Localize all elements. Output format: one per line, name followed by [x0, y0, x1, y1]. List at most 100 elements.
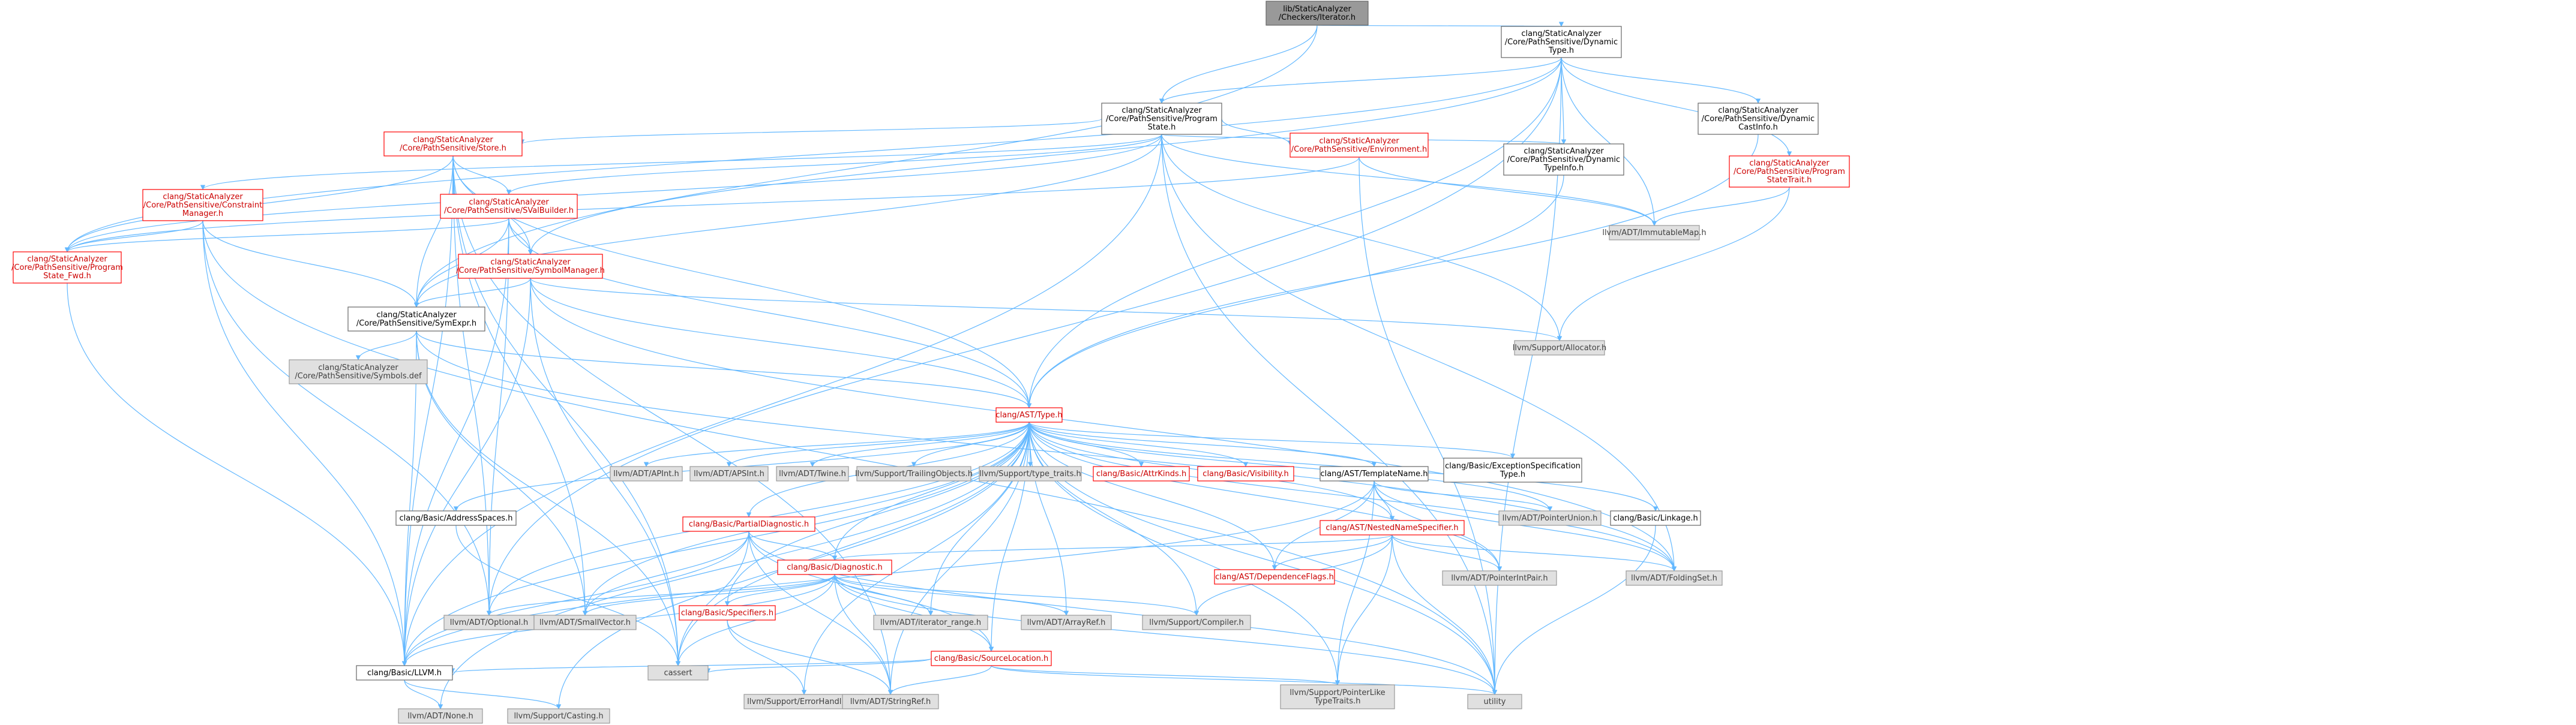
- node-nestednamespec[interactable]: clang/AST/NestedNameSpecifier.h: [1320, 520, 1465, 536]
- node-label-line: Type.h: [1548, 46, 1574, 55]
- edge-nestednamespec-to-pointerliketypetraits: [1335, 534, 1393, 685]
- node-foldingset: llvm/ADT/FoldingSet.h: [1626, 570, 1723, 586]
- node-attrkinds[interactable]: clang/Basic/AttrKinds.h: [1093, 466, 1190, 482]
- edge-symexpr-to-cassert: [416, 330, 681, 666]
- edge-progstate-to-immutablemap: [1161, 134, 1657, 226]
- node-label-line: llvm/ADT/None.h: [407, 712, 473, 721]
- edge-dyntype-to-progstate: [1159, 57, 1562, 104]
- node-label-line: TypeInfo.h: [1543, 164, 1584, 173]
- node-label-line: clang/StaticAnalyzer: [163, 192, 243, 201]
- edge-templatename-to-foldingset: [1374, 480, 1677, 571]
- node-box: [1514, 340, 1605, 356]
- edge-progstate-to-utility: [1161, 134, 1498, 695]
- edge-constraintmgr-to-progstatefwd: [64, 220, 203, 252]
- node-label-line: /Core/PathSensitive/Store.h: [400, 144, 506, 153]
- node-box: [1443, 458, 1582, 483]
- edge-asttype-to-exceptionspec: [1028, 422, 1515, 459]
- edge-partialdiag-to-diagnostic: [748, 531, 838, 561]
- node-box: [1501, 26, 1622, 58]
- node-allocator: llvm/Support/Allocator.h: [1513, 340, 1606, 356]
- node-label-line: /Core/PathSensitive/Dynamic: [1702, 115, 1815, 124]
- node-basicllvm[interactable]: clang/Basic/LLVM.h: [356, 665, 453, 681]
- node-label-line: llvm/ADT/APSInt.h: [694, 470, 764, 479]
- node-symexpr[interactable]: clang/StaticAnalyzer/Core/PathSensitive/…: [347, 306, 485, 332]
- edge-dyntypeinfo-to-asttype: [1026, 175, 1564, 408]
- node-progstate[interactable]: clang/StaticAnalyzer/Core/PathSensitive/…: [1101, 103, 1222, 135]
- node-label-line: /Core/PathSensitive/SymbolManager.h: [456, 266, 605, 275]
- node-typetraits: llvm/Support/type_traits.h: [979, 466, 1082, 482]
- edge-sourcelocation-to-stringref: [887, 665, 992, 695]
- edge-root-to-progstate: [1159, 25, 1318, 104]
- node-apsint: llvm/ADT/APSInt.h: [689, 466, 769, 482]
- edge-diagnostic-to-optional: [486, 574, 835, 616]
- node-label-line: clang/Basic/Specifiers.h: [681, 609, 773, 618]
- edge-symexpr-to-foldingset: [416, 330, 1677, 571]
- node-progstatetrait[interactable]: clang/StaticAnalyzer/Core/PathSensitive/…: [1729, 155, 1850, 188]
- edge-progstatetrait-to-immutablemap: [1651, 186, 1790, 226]
- node-label-line: /Checkers/Iterator.h: [1279, 13, 1356, 22]
- node-box: [440, 194, 578, 219]
- node-svalbuilder[interactable]: clang/StaticAnalyzer/Core/PathSensitive/…: [440, 194, 578, 219]
- node-label-line: /Core/PathSensitive/SValBuilder.h: [444, 206, 574, 215]
- node-box: [1280, 684, 1395, 709]
- node-constraintmgr[interactable]: clang/StaticAnalyzer/Core/PathSensitive/…: [142, 189, 263, 221]
- edge-diagnostic-to-compiler: [834, 574, 1199, 616]
- node-box: [1142, 615, 1251, 630]
- edge-progstate-to-allocator: [1161, 134, 1563, 341]
- edge-diagnostic-to-specifiers: [724, 574, 835, 606]
- edge-store-to-svalbuilder: [452, 155, 512, 195]
- edge-progstate-to-svalbuilder: [506, 134, 1162, 195]
- edge-root-to-symexpr: [413, 25, 1318, 308]
- edge-sourcelocation-to-pointerliketypetraits: [991, 665, 1340, 685]
- node-dependenceflags[interactable]: clang/AST/DependenceFlags.h: [1214, 569, 1335, 585]
- edge-partialdiag-to-basicllvm: [401, 531, 749, 666]
- node-store[interactable]: clang/StaticAnalyzer/Core/PathSensitive/…: [383, 131, 523, 157]
- node-label-line: /Core/PathSensitive/Environment.h: [1291, 145, 1427, 154]
- edge-symbolmgr-to-symexpr: [413, 278, 531, 308]
- node-asttype[interactable]: clang/AST/Type.h: [995, 407, 1063, 423]
- node-label-line: State.h: [1148, 123, 1176, 132]
- edge-diagnostic-to-utility: [834, 574, 1498, 695]
- node-label-line: clang/StaticAnalyzer: [490, 258, 571, 267]
- node-symbolmgr[interactable]: clang/StaticAnalyzer/Core/PathSensitive/…: [456, 254, 605, 279]
- edge-store-to-symexpr: [413, 155, 454, 308]
- node-immutablemap: llvm/ADT/ImmutableMap.h: [1602, 225, 1707, 240]
- node-partialdiag[interactable]: clang/Basic/PartialDiagnostic.h: [682, 516, 815, 532]
- node-dyntypeinfo[interactable]: clang/StaticAnalyzer/Core/PathSensitive/…: [1503, 143, 1624, 176]
- node-utility: utility: [1467, 694, 1522, 709]
- node-box: [1101, 103, 1222, 135]
- node-visibility[interactable]: clang/Basic/Visibility.h: [1197, 466, 1294, 482]
- node-root[interactable]: lib/StaticAnalyzer/Checkers/Iterator.h: [1265, 1, 1369, 26]
- node-dyncast[interactable]: clang/StaticAnalyzer/Core/PathSensitive/…: [1698, 103, 1819, 135]
- edge-progstatetrait-to-allocator: [1557, 186, 1790, 341]
- edge-progstate-to-basicllvm: [401, 134, 1162, 666]
- node-twine: llvm/ADT/Twine.h: [776, 466, 849, 482]
- edge-asttype-to-templatename: [1028, 422, 1377, 467]
- edge-diagnostic-to-iteratorrange: [834, 574, 934, 616]
- node-cassert: cassert: [647, 665, 709, 681]
- edge-dyntype-to-optional: [486, 57, 1562, 616]
- node-specifiers[interactable]: clang/Basic/Specifiers.h: [679, 605, 776, 621]
- node-environment[interactable]: clang/StaticAnalyzer/Core/PathSensitive/…: [1290, 133, 1429, 158]
- node-label-line: llvm/ADT/FoldingSet.h: [1631, 574, 1717, 583]
- node-box: [1093, 466, 1190, 482]
- edge-asttype-to-sourcelocation: [988, 422, 1030, 652]
- node-addressspaces[interactable]: clang/Basic/AddressSpaces.h: [395, 510, 517, 526]
- edge-store-to-asttype: [452, 155, 1032, 408]
- node-label-line: llvm/ADT/ArrayRef.h: [1027, 618, 1106, 627]
- node-progstatefwd[interactable]: clang/StaticAnalyzer/Core/PathSensitive/…: [11, 251, 123, 284]
- node-box: [142, 189, 263, 221]
- node-diagnostic[interactable]: clang/Basic/Diagnostic.h: [777, 559, 892, 575]
- node-label-line: clang/Basic/SourceLocation.h: [934, 654, 1048, 663]
- node-box: [1609, 225, 1700, 240]
- edge-progstate-to-store: [520, 118, 1102, 145]
- node-dyntype[interactable]: clang/StaticAnalyzer/Core/PathSensitive/…: [1501, 26, 1622, 58]
- node-iteratorrange: llvm/ADT/iterator_range.h: [873, 615, 988, 630]
- node-templatename[interactable]: clang/AST/TemplateName.h: [1320, 466, 1429, 482]
- node-linkage[interactable]: clang/Basic/Linkage.h: [1610, 510, 1701, 526]
- node-sourcelocation[interactable]: clang/Basic/SourceLocation.h: [931, 651, 1052, 666]
- node-label-line: llvm/Support/Compiler.h: [1149, 618, 1243, 627]
- node-box: [1626, 570, 1723, 586]
